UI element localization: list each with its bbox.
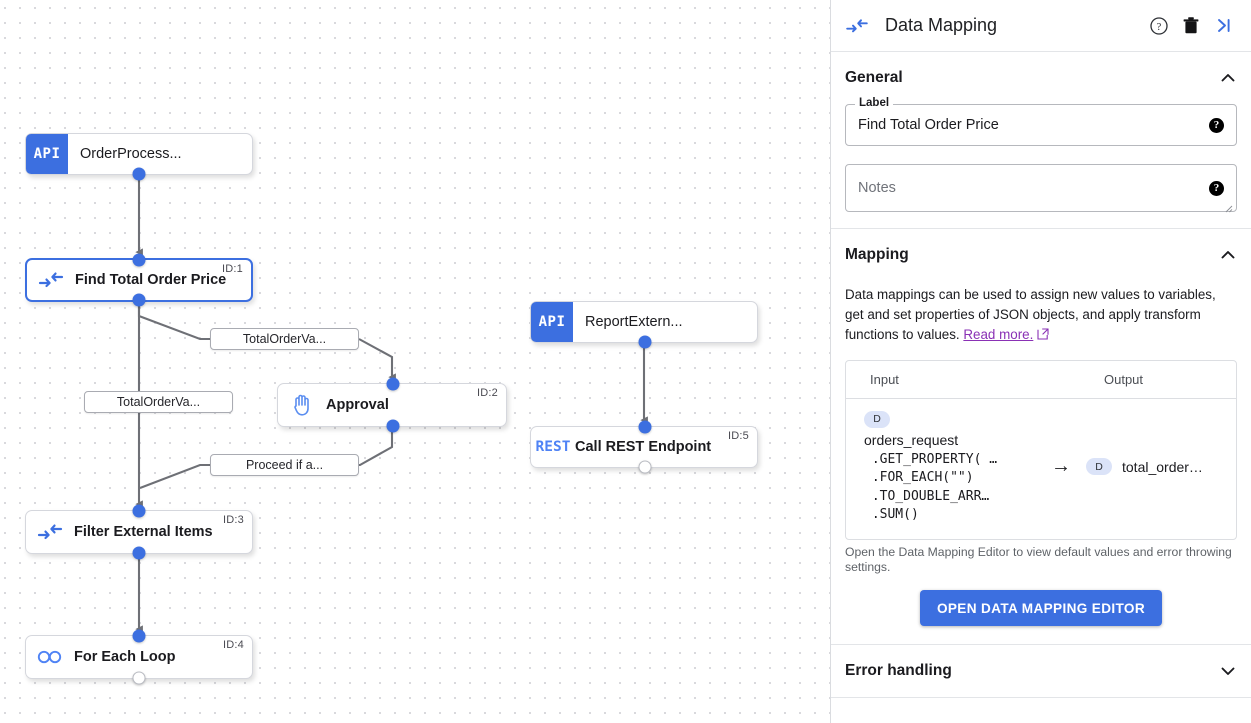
mapping-description: Data mappings can be used to assign new … (845, 285, 1237, 346)
mapping-hint-text: Open the Data Mapping Editor to view def… (845, 544, 1232, 575)
output-variable-name: total_order… (1122, 458, 1203, 475)
data-mapping-icon (27, 271, 75, 289)
workflow-node-call-rest-endpoint[interactable]: REST Call REST Endpoint ID:5 (530, 420, 758, 474)
panel-header: Data Mapping ? (831, 0, 1251, 52)
node-id-badge: ID:5 (728, 430, 749, 442)
external-link-icon[interactable] (1037, 326, 1049, 346)
edge-label[interactable]: TotalOrderVa... (210, 328, 359, 350)
section-title: General (845, 69, 903, 86)
section-error-handling: Error handling (831, 645, 1251, 699)
mapping-table-row[interactable]: D orders_request .GET_PROPERTY( … .FOR_E… (846, 399, 1236, 538)
label-field-legend: Label (855, 97, 894, 109)
node-output-port[interactable] (386, 419, 400, 433)
mapping-table-header: Input Output (846, 361, 1236, 400)
open-data-mapping-editor-button[interactable]: OPEN DATA MAPPING EDITOR (919, 590, 1163, 627)
infinity-loop-icon (26, 649, 74, 665)
help-circle-icon[interactable]: ? (1143, 10, 1175, 42)
mapping-arrow-icon: → (1051, 455, 1071, 478)
data-mapping-icon (845, 18, 869, 34)
node-id-badge: ID:1 (222, 263, 243, 275)
workflow-canvas[interactable]: API OrderProcess... Find Total Order Pri… (0, 0, 830, 723)
edge-label[interactable]: Proceed if a... (210, 454, 359, 476)
node-output-port[interactable] (132, 167, 146, 181)
node-label: Filter External Items (74, 524, 213, 540)
panel-title: Data Mapping (885, 15, 998, 35)
label-field-value: Find Total Order Price (858, 117, 999, 133)
mapping-input-cell: D orders_request .GET_PROPERTY( … .FOR_E… (846, 409, 1036, 524)
input-expression-line: .GET_PROPERTY( … (864, 451, 998, 467)
node-id-badge: ID:4 (223, 639, 244, 651)
workflow-node-filter-external-items[interactable]: Filter External Items ID:3 (25, 504, 253, 560)
node-label: ReportExtern... (585, 314, 683, 330)
mapping-description-text: Data mappings can be used to assign new … (845, 287, 1216, 343)
section-general: General Label Find Total Order Price ? N… (831, 52, 1251, 229)
notes-field[interactable]: Notes ? (845, 164, 1237, 213)
api-badge-icon: API (531, 302, 573, 342)
properties-panel: Data Mapping ? (830, 0, 1251, 723)
column-header-output: Output (1104, 372, 1144, 388)
node-label: Call REST Endpoint (575, 439, 712, 455)
workflow-node-for-each-loop[interactable]: For Each Loop ID:4 (25, 629, 253, 685)
node-id-badge: ID:2 (477, 387, 498, 399)
notes-field-placeholder: Notes (858, 180, 896, 196)
node-output-port[interactable] (132, 671, 146, 685)
node-input-port[interactable] (132, 253, 146, 267)
node-output-port[interactable] (132, 546, 146, 560)
workflow-node-approval[interactable]: Approval ID:2 (277, 377, 507, 433)
rest-badge-icon: REST (535, 439, 571, 455)
section-title: Mapping (845, 246, 909, 263)
panel-body: General Label Find Total Order Price ? N… (831, 52, 1251, 723)
collapse-panel-icon[interactable] (1207, 10, 1239, 42)
section-title: Error handling (845, 662, 952, 680)
node-label: OrderProcess... (80, 146, 182, 162)
mapping-output-cell: D total_order… (1086, 458, 1236, 476)
svg-text:?: ? (1157, 22, 1162, 33)
workflow-edges (135, 176, 648, 633)
help-icon[interactable]: ? (1209, 117, 1224, 133)
workflow-node-find-total-order-price[interactable]: Find Total Order Price ID:1 (25, 253, 253, 307)
node-input-port[interactable] (638, 420, 652, 434)
section-mapping: Mapping Data mappings can be used to ass… (831, 229, 1251, 646)
chevron-up-icon[interactable] (1219, 246, 1237, 264)
edge-label[interactable]: TotalOrderVa... (84, 391, 233, 413)
column-header-input: Input (870, 372, 899, 388)
read-more-link[interactable]: Read more. (963, 327, 1034, 343)
resize-handle[interactable] (1224, 200, 1233, 213)
section-mapping-header[interactable]: Mapping (845, 229, 1237, 281)
node-input-port[interactable] (386, 377, 400, 391)
node-input-port[interactable] (132, 629, 146, 643)
section-error-handling-header[interactable]: Error handling (845, 645, 1237, 697)
chevron-down-icon[interactable] (1219, 662, 1237, 680)
input-expression-line: .SUM() (864, 507, 919, 523)
node-output-port[interactable] (638, 335, 652, 349)
mapping-table: Input Output D orders_request .GET_PROPE… (845, 360, 1237, 540)
label-field[interactable]: Label Find Total Order Price ? (845, 97, 1237, 146)
workflow-node-reportextern[interactable]: API ReportExtern... (530, 301, 758, 349)
node-label: Approval (326, 397, 389, 413)
hand-approval-icon (278, 393, 326, 417)
input-type-chip: D (864, 410, 890, 428)
section-general-header[interactable]: General (845, 52, 1237, 104)
data-mapping-icon (26, 523, 74, 541)
node-label: For Each Loop (74, 649, 176, 665)
node-input-port[interactable] (132, 504, 146, 518)
node-output-port[interactable] (638, 460, 652, 474)
input-expression-line: orders_request (864, 431, 959, 448)
node-label: Find Total Order Price (75, 272, 227, 288)
api-badge-icon: API (26, 134, 68, 174)
output-type-chip: D (1086, 458, 1112, 476)
input-expression-line: .FOR_EACH("") (864, 470, 974, 486)
chevron-up-icon[interactable] (1219, 69, 1237, 87)
input-expression-line: .TO_DOUBLE_ARR… (864, 488, 990, 504)
help-icon[interactable]: ? (1209, 180, 1224, 196)
workflow-node-orderprocess[interactable]: API OrderProcess... (25, 133, 253, 181)
delete-icon[interactable] (1175, 10, 1207, 42)
node-id-badge: ID:3 (223, 514, 244, 526)
node-output-port[interactable] (132, 293, 146, 307)
